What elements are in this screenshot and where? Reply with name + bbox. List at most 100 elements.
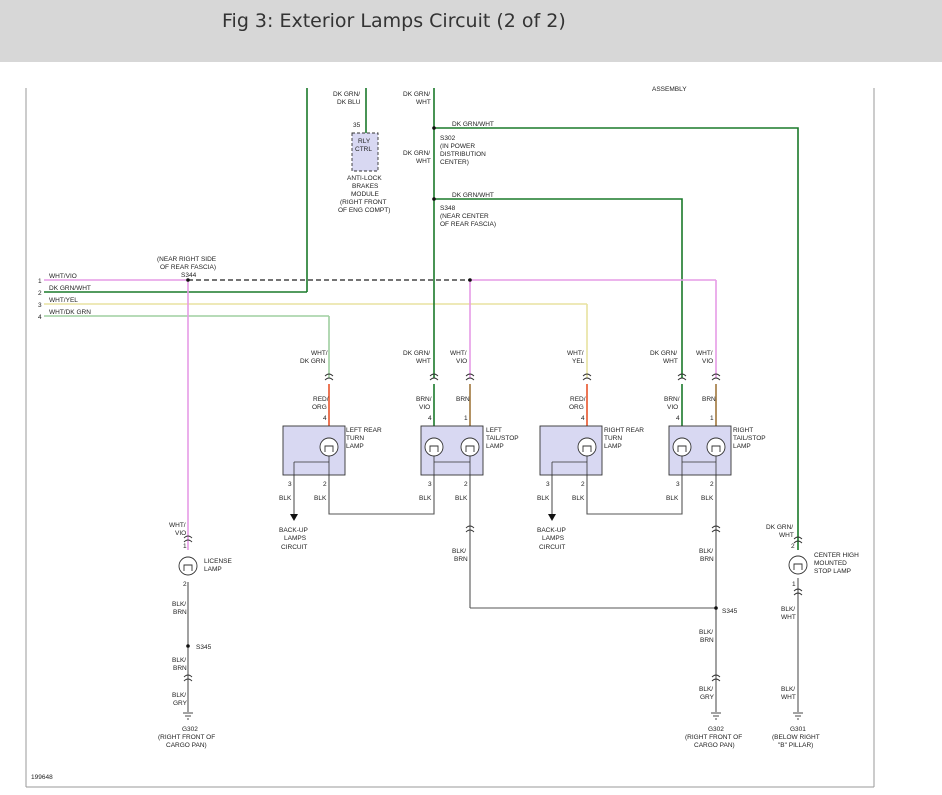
diagram-label: G302: [182, 726, 198, 733]
diagram-label: BLK/: [699, 548, 713, 555]
diagram-label: 2: [464, 481, 468, 488]
diagram-label: CIRCUIT: [539, 544, 565, 551]
diagram-label: BRN/: [664, 396, 680, 403]
right-backup-arrow-icon: [548, 514, 556, 521]
diagram-label: LAMPS: [284, 535, 307, 542]
diagram-label: BRN: [454, 556, 468, 563]
splice-dots: [186, 126, 718, 648]
diagram-label: DK GRN/: [650, 350, 677, 357]
bulb-icons: [178, 437, 808, 576]
backup-arrow-icons: [290, 514, 556, 521]
diagram-label: DK GRN/: [403, 350, 430, 357]
connector-marks: [183, 373, 803, 682]
diagram-label: S345: [722, 608, 738, 615]
chmsl-bulb-icon: [788, 555, 808, 575]
diagram-label: WHT/: [311, 350, 328, 357]
diagram-label: BRN: [456, 396, 470, 403]
right-tail-bulb-b-icon: [706, 437, 726, 457]
diagram-label: WHT/: [567, 350, 584, 357]
diagram-label: 2: [581, 481, 585, 488]
diagram-label: 4: [38, 314, 42, 321]
diagram-label: WHT/: [696, 350, 713, 357]
g302-right-ground-icon: [711, 712, 721, 720]
diagram-label: CIRCUIT: [281, 544, 307, 551]
diagram-label: "B" PILLAR): [778, 742, 813, 749]
diagram-label: LICENSE: [204, 558, 232, 565]
diagram-label: 3: [288, 481, 292, 488]
diagram-label: S344: [181, 272, 197, 279]
diagram-label: S345: [196, 644, 212, 651]
diagram-label: 2: [791, 543, 795, 550]
diagram-label: (RIGHT FRONT OF: [685, 734, 742, 741]
diagram-label: S302: [440, 135, 456, 142]
diagram-label: TURN: [346, 435, 364, 442]
diagram-label: BLK/: [699, 629, 713, 636]
diagram-label: 35: [353, 122, 361, 129]
diagram-label: DK BLU: [337, 99, 361, 106]
diagram-label: WHT/: [450, 350, 467, 357]
diagram-label: (NEAR RIGHT SIDE: [157, 256, 217, 263]
g302-left-ground-icon: [183, 712, 193, 720]
diagram-label: DK GRN/: [403, 150, 430, 157]
diagram-label: 4: [676, 415, 680, 422]
left-backup-arrow-icon: [290, 514, 298, 521]
diagram-label: WHT/DK GRN: [49, 309, 91, 316]
diagram-label: BLK: [455, 495, 468, 502]
diagram-label: BRAKES: [352, 183, 379, 190]
diagram-label: 3: [38, 302, 42, 309]
black-wires: [187, 475, 799, 712]
wire-dk-grn-wht-right-tail: [434, 198, 683, 378]
diagram-label: LAMP: [346, 443, 364, 450]
diagram-label: BLK: [314, 495, 327, 502]
diagram-label: 3: [428, 481, 432, 488]
wires: [44, 88, 799, 550]
diagram-label: 1: [38, 278, 42, 285]
right-tail-bulb-a-icon: [672, 437, 692, 457]
diagram-label: DK GRN/WHT: [49, 285, 91, 292]
left-tail-bulb-a-icon: [424, 437, 444, 457]
diagram-label: 1: [183, 543, 187, 550]
diagram-label: 4: [428, 415, 432, 422]
diagram-label: G302: [708, 726, 724, 733]
abs-module-box: [351, 132, 379, 172]
diagram-label: CENTER HIGH: [814, 552, 859, 559]
diagram-label: BLK: [537, 495, 550, 502]
diagram-label: WHT: [781, 694, 796, 701]
diagram-label: LAMP: [204, 566, 222, 573]
diagram-label: VIO: [419, 404, 430, 411]
diagram-label: CENTER): [440, 159, 469, 166]
diagram-label: BLK: [419, 495, 432, 502]
diagram-label: BLK/: [781, 606, 795, 613]
diagram-label: 1: [710, 415, 714, 422]
diagram-label: BLK/: [172, 657, 186, 664]
diagram-label: BLK: [701, 495, 714, 502]
diagram-label: WHT: [416, 358, 431, 365]
left-turn-bulb-icon: [319, 437, 339, 457]
diagram-label: TAIL/STOP: [486, 435, 519, 442]
diagram-label: 4: [323, 415, 327, 422]
diagram-label: BLK: [666, 495, 679, 502]
diagram-label: (NEAR CENTER: [440, 213, 489, 220]
diagram-label: BACK-UP: [279, 527, 308, 534]
diagram-label: WHT/YEL: [49, 297, 78, 304]
diagram-label: OF ENG COMPT): [338, 207, 390, 214]
diagram-label: BLK/: [452, 548, 466, 555]
g301-ground-icon: [793, 712, 803, 720]
diagram-label: RIGHT REAR: [604, 427, 644, 434]
diagram-label: WHT: [663, 358, 678, 365]
diagram-label: DK GRN/WHT: [452, 192, 494, 199]
diagram-label: 2: [183, 581, 187, 588]
diagram-label: LAMP: [733, 443, 751, 450]
diagram-label: TAIL/STOP: [733, 435, 766, 442]
diagram-label: WHT: [416, 158, 431, 165]
diagram-label: BLK/: [699, 686, 713, 693]
diagram-label: (RIGHT FRONT: [340, 199, 386, 206]
diagram-label: OF REAR FASCIA): [440, 221, 496, 228]
diagram-label: DISTRIBUTION: [440, 151, 486, 158]
diagram-label: BLK: [279, 495, 292, 502]
diagram-label: YEL: [572, 358, 585, 365]
diagram-label: TURN: [604, 435, 622, 442]
diagram-label: WHT: [779, 532, 794, 539]
left-tail-bulb-b-icon: [460, 437, 480, 457]
